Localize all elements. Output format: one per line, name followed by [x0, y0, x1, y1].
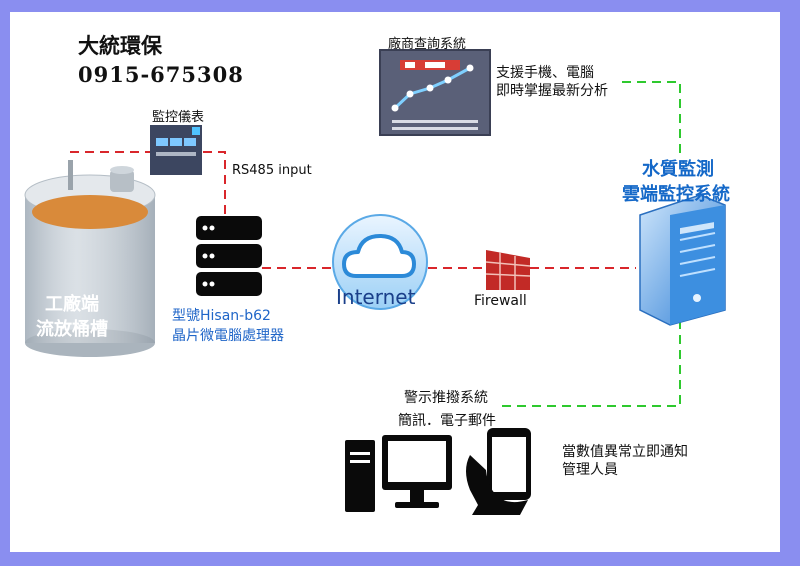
- vendor-query-label: 廠商查詢系統: [388, 37, 467, 52]
- cloud-system-title-1: 水質監測: [642, 159, 714, 180]
- server-model: 型號Hisan-b62: [172, 308, 271, 324]
- notify-line-1: 當數值異常立即通知: [562, 444, 688, 460]
- firewall-label: Firewall: [474, 293, 527, 309]
- tank-icon: [24, 160, 156, 357]
- cloud-alert-link: [500, 320, 681, 407]
- support-line-2: 即時掌握最新分析: [496, 83, 608, 99]
- mobile-hand-icon: [466, 428, 531, 515]
- alert-system-title: 警示推撥系統: [404, 390, 488, 406]
- meter-server-link: [203, 151, 226, 218]
- rs485-label: RS485 input: [232, 163, 312, 178]
- phone-number: 0915-675308: [78, 62, 244, 87]
- cloud-system-title-2: 雲端監控系統: [622, 184, 730, 205]
- cloud-icon: [332, 214, 428, 310]
- meter-icon: [150, 125, 202, 175]
- firewall-icon: [485, 250, 531, 290]
- tank-label-1: 工廠端: [45, 294, 99, 315]
- server-icon: [196, 216, 262, 296]
- company-name: 大統環保: [78, 33, 162, 58]
- server-chip: 晶片微電腦處理器: [172, 328, 284, 344]
- chart-panel-icon: [379, 49, 491, 136]
- cloud-vendor-link: [622, 81, 681, 158]
- cloud-server-icon: [639, 194, 726, 326]
- desktop-icon: [345, 435, 452, 512]
- internet-label: Internet: [336, 285, 416, 309]
- meter-label: 監控儀表: [152, 110, 205, 125]
- notify-line-2: 管理人員: [562, 462, 618, 478]
- tank-label-2: 流放桶槽: [36, 319, 108, 340]
- alert-channels: 簡訊．電子郵件: [398, 413, 496, 429]
- support-line-1: 支援手機、電腦: [496, 65, 594, 81]
